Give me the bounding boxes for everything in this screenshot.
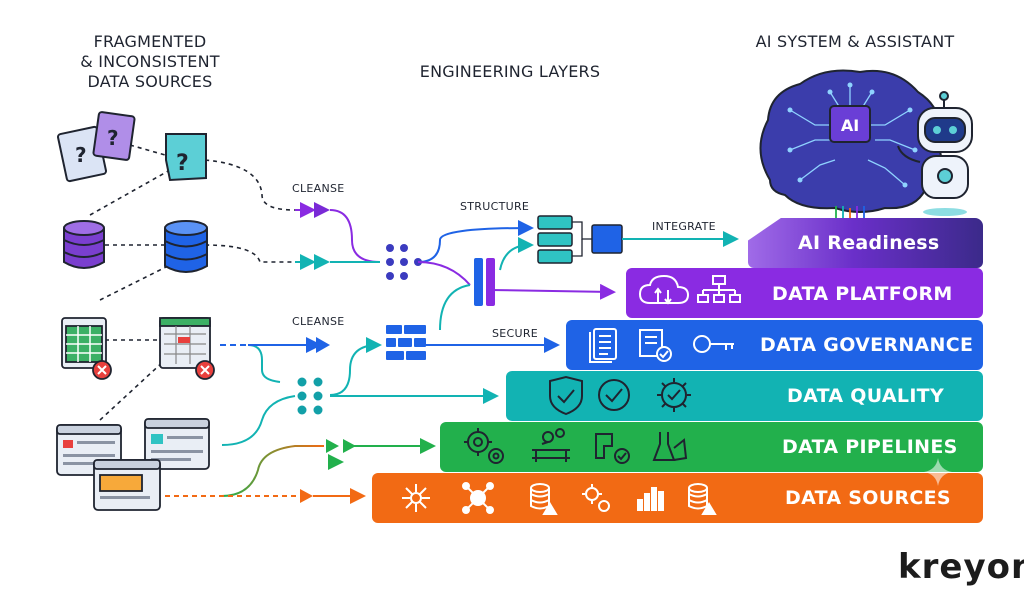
torn-document-icon: ? <box>165 133 207 182</box>
browser-window-icon-2 <box>144 418 210 470</box>
document-question-icon: ? ? <box>57 111 136 183</box>
secure-blocks <box>386 325 426 360</box>
structure-blocks <box>537 215 623 264</box>
layer-ai-readiness <box>748 218 983 268</box>
layer-data-pipelines <box>440 422 983 472</box>
layer-data-sources-label: DATA SOURCES <box>785 487 951 509</box>
engineering-heading: ENGINEERING LAYERS <box>419 62 601 81</box>
robot-assistant-icon <box>897 91 973 216</box>
database-icon-2 <box>164 220 208 273</box>
label-integrate: INTEGRATE <box>652 220 716 233</box>
ai-heading: AI SYSTEM & ASSISTANT <box>755 32 955 51</box>
node-grid-1 <box>386 244 422 280</box>
layer-data-quality <box>506 371 983 421</box>
label-structure: STRUCTURE <box>460 200 530 213</box>
spreadsheet-error-icon-2 <box>159 317 215 380</box>
database-icon <box>63 220 105 269</box>
label-cleanse-top: CLEANSE <box>292 182 345 195</box>
kreyon-logo: kreyon <box>898 547 1024 587</box>
layer-data-governance-label: DATA GOVERNANCE <box>760 334 974 356</box>
sources-heading: FRAGMENTED & INCONSISTENT DATA SOURCES <box>80 32 220 91</box>
brain-icon <box>759 69 943 213</box>
layer-data-platform-label: DATA PLATFORM <box>772 283 953 305</box>
spreadsheet-error-icon <box>61 317 112 380</box>
svg-text:?: ? <box>176 151 189 176</box>
layer-data-governance <box>566 320 983 370</box>
layer-data-quality-label: DATA QUALITY <box>787 385 945 407</box>
brain-badge: AI <box>841 116 859 135</box>
svg-text:?: ? <box>107 126 119 150</box>
layer-data-pipelines-label: DATA PIPELINES <box>782 436 958 458</box>
layer-ai-readiness-label: AI Readiness <box>798 232 940 254</box>
svg-text:?: ? <box>75 143 87 167</box>
node-grid-2 <box>297 377 323 415</box>
label-secure: SECURE <box>492 327 539 340</box>
browser-window-icon-3 <box>93 459 161 511</box>
structure-bars <box>474 258 495 306</box>
label-cleanse-mid: CLEANSE <box>292 315 345 328</box>
